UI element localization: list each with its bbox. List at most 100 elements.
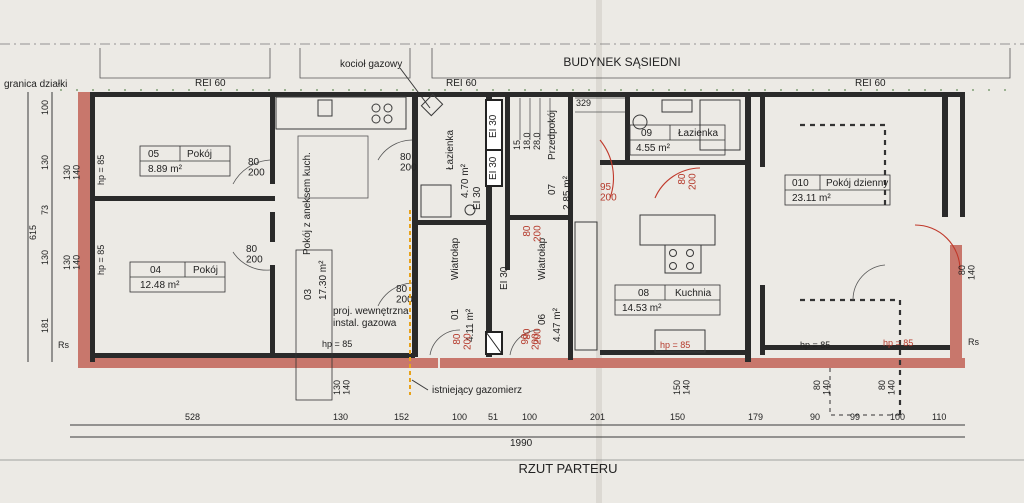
- bottom-dims: 528 130 152 100 51 100 201 150 179 90 99…: [185, 412, 946, 422]
- wall-top: [90, 92, 960, 97]
- svg-text:hp = 85: hp = 85: [322, 339, 352, 349]
- left-dim-total: 615: [28, 225, 38, 240]
- svg-text:2.85 m²: 2.85 m²: [562, 175, 573, 210]
- svg-text:4.70 m²: 4.70 m²: [460, 163, 471, 198]
- kitchenette-counter: [275, 96, 407, 130]
- room-01: Wiatrołap 01 4.11 m²: [450, 237, 476, 342]
- svg-text:Wiatrołap: Wiatrołap: [537, 237, 548, 280]
- svg-text:51: 51: [488, 412, 498, 422]
- wall-010-bottom: [760, 345, 950, 350]
- rs-label-left: Rs: [58, 340, 69, 350]
- kitchen-island: [297, 135, 369, 199]
- svg-text:17.30 m²: 17.30 m²: [318, 260, 329, 300]
- washbasin-icon: [661, 99, 693, 113]
- room-07: Przedpokój 07 2.85 m²: [547, 110, 573, 210]
- room-02: Łazienka 4.70 m²: [445, 130, 471, 198]
- svg-text:130140: 130140: [62, 165, 81, 180]
- page-title: RZUT PARTERU: [519, 461, 618, 476]
- svg-text:80140: 80140: [877, 380, 896, 395]
- stove-burner: [383, 114, 393, 124]
- wall-06-right: [568, 92, 573, 360]
- svg-text:03: 03: [303, 288, 314, 300]
- left-dims: 100 130 73 130 181: [40, 100, 50, 333]
- gas-install-label-2: instal. gazowa: [333, 318, 397, 329]
- chimney-block-2: [485, 149, 503, 187]
- exterior-wall-left: [78, 92, 90, 362]
- chimney-hatch: [485, 331, 503, 355]
- svg-text:Pokój z aneksem kuch.: Pokój z aneksem kuch.: [302, 152, 313, 255]
- wall-010-left-lower: [760, 285, 765, 355]
- paper-fold: [596, 0, 602, 503]
- svg-text:80200: 80200: [248, 157, 265, 179]
- svg-text:181: 181: [40, 318, 50, 333]
- svg-text:4.11 m²: 4.11 m²: [465, 308, 476, 342]
- svg-text:100: 100: [452, 412, 467, 422]
- kitchen-sink-counter: [654, 329, 706, 353]
- svg-text:01: 01: [450, 308, 461, 320]
- door-swings: [232, 139, 961, 356]
- cooktop-burner: [686, 249, 694, 257]
- fire-rating-3: REI 60: [855, 78, 886, 89]
- wall-far-right: [960, 92, 965, 217]
- stairs: [519, 97, 625, 140]
- neighbor-label: BUDYNEK SĄSIEDNI: [563, 55, 680, 69]
- svg-text:150140: 150140: [672, 380, 691, 395]
- wall-010-right: [942, 92, 948, 217]
- stair-label-329: 329: [576, 98, 591, 108]
- stair-label-18: 18.0: [522, 132, 532, 150]
- hp-labels: hp = 85 hp = 85 hp = 85 hp = 85 hp = 85 …: [96, 155, 913, 350]
- room-05: 05 Pokój 8.89 m²: [139, 145, 231, 177]
- ei-label: EI 30: [488, 114, 499, 138]
- wall-between-rooms: [90, 196, 275, 201]
- wall-06-top: [505, 215, 573, 220]
- svg-text:80200: 80200: [400, 152, 417, 174]
- dashed-outline-lower: [800, 298, 902, 420]
- plot-label: granica działki: [4, 79, 67, 90]
- wall-01-right: [486, 92, 492, 357]
- svg-text:150: 150: [670, 412, 685, 422]
- neighbor-building-outline: [99, 48, 1011, 79]
- gas-meter-leader: [411, 379, 429, 391]
- svg-text:130: 130: [40, 155, 50, 170]
- svg-text:Wiatrołap: Wiatrołap: [450, 237, 461, 280]
- ei-label: EI 30: [499, 266, 510, 290]
- svg-text:80200: 80200: [396, 284, 413, 306]
- exterior-wall-right: [950, 245, 962, 365]
- svg-text:528: 528: [185, 412, 200, 422]
- wall-bath-bottom: [418, 220, 488, 225]
- room-06: Wiatrołap 06 4.47 m²: [537, 237, 563, 342]
- svg-text:hp = 85: hp = 85: [96, 245, 106, 275]
- svg-text:80200: 80200: [452, 333, 474, 350]
- svg-text:Łazienka: Łazienka: [678, 128, 718, 139]
- svg-text:100: 100: [890, 412, 905, 422]
- stair-label-15: 15: [512, 140, 522, 150]
- room-010: 010 Pokój dzienny 23.11 m²: [784, 174, 891, 206]
- gas-install-label-1: proj. wewnętrzna: [333, 306, 409, 317]
- svg-text:010: 010: [792, 178, 809, 189]
- svg-text:06: 06: [537, 313, 548, 325]
- svg-text:09: 09: [641, 128, 653, 139]
- svg-text:110: 110: [932, 412, 946, 422]
- svg-text:73: 73: [40, 205, 50, 215]
- svg-text:80200: 80200: [522, 225, 544, 242]
- stair-label-28: 28.0: [532, 132, 542, 150]
- boiler-leader-line: [399, 67, 431, 109]
- cooktop-burner: [669, 249, 677, 257]
- svg-text:Przedpokój: Przedpokój: [547, 110, 558, 160]
- sink-icon: [317, 99, 333, 117]
- wall-rooms-divider-mid: [270, 212, 275, 242]
- exterior-wall-bottom-1: [78, 358, 438, 368]
- svg-text:Pokój dzienny: Pokój dzienny: [826, 178, 888, 189]
- svg-text:80140: 80140: [812, 380, 831, 395]
- toilet-icon: [632, 114, 648, 130]
- stove-burner: [371, 114, 381, 124]
- svg-text:90: 90: [810, 412, 820, 422]
- toilet-icon: [464, 204, 476, 216]
- svg-text:hp = 85: hp = 85: [883, 338, 913, 348]
- wall-stair-left: [505, 92, 510, 270]
- svg-text:08: 08: [638, 288, 650, 299]
